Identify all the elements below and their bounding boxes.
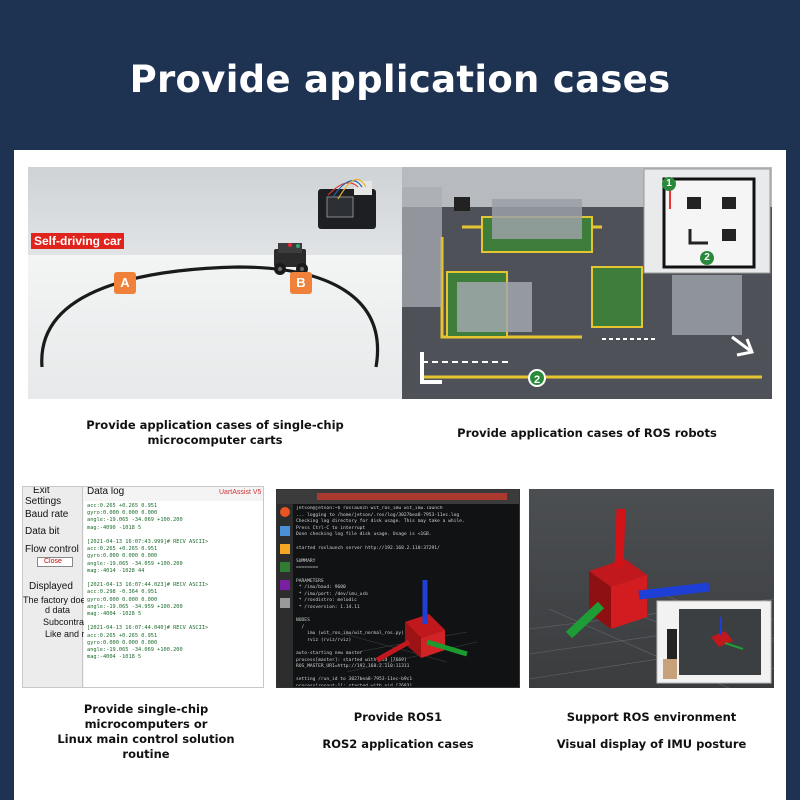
self-driving-label: Self-driving car bbox=[31, 233, 125, 249]
inset-marker-2: 2 bbox=[700, 251, 714, 265]
flow-control-label: Flow control bbox=[25, 544, 79, 555]
caption-cart-line-2: microcomputer carts bbox=[147, 433, 283, 447]
caption-ros: Provide application cases of ROS robots bbox=[402, 426, 772, 441]
ros-terminal-screenshot: jetson@jetson:~$ roslaunch wit_ros_imu w… bbox=[276, 489, 520, 688]
terminal-title-highlight bbox=[317, 493, 507, 500]
caption-ros-line-1: Provide application cases of ROS robots bbox=[457, 426, 717, 440]
rviz-scene bbox=[529, 508, 774, 688]
caption-ros12: Provide ROS1 ROS2 application cases bbox=[276, 710, 520, 752]
displayed-label: Displayed bbox=[29, 581, 73, 592]
caption-imu-line-1: Support ROS environment bbox=[566, 710, 737, 724]
data-bit-label: Data bit bbox=[25, 526, 60, 537]
subcontracting-label: Subcontracting bbox=[43, 617, 104, 627]
inset-marker-1: 1 bbox=[662, 177, 676, 191]
exit-label[interactable]: Exit bbox=[33, 486, 50, 496]
data-log-output: acc:0.265 +0.265 0.951 gyro:0.000 0.000 … bbox=[84, 501, 263, 687]
caption-mcu-line-4: routine bbox=[122, 747, 170, 761]
desktop-dock bbox=[277, 504, 293, 687]
ros-map-photo: 1 2 2 bbox=[402, 167, 772, 399]
dock-icons bbox=[280, 507, 290, 608]
serial-settings-sidebar: Exit Settings Baud rate Data bit Flow co… bbox=[23, 486, 136, 687]
brand-label: UartAssist V5 bbox=[219, 489, 262, 496]
caption-cart-line-1: Provide application cases of single-chip bbox=[86, 418, 344, 432]
terminal-output: jetson@jetson:~$ roslaunch wit_ros_imu w… bbox=[296, 506, 465, 686]
caption-ros12-line-1: Provide ROS1 bbox=[353, 710, 443, 724]
track-lines bbox=[40, 178, 380, 368]
serial-tool-screenshot: Exit Settings Baud rate Data bit Flow co… bbox=[22, 486, 264, 688]
terminal-titlebar bbox=[277, 490, 519, 504]
caption-mcu-line-3: Linux main control solution bbox=[57, 732, 235, 746]
marker-b: B bbox=[290, 272, 312, 294]
data-label: d data bbox=[45, 605, 71, 615]
content-panel: Self-driving car A B Provide application… bbox=[14, 150, 786, 800]
data-log-title: Data log bbox=[87, 486, 125, 497]
like-reward-label: Like and reward bbox=[45, 629, 110, 639]
caption-imu: Support ROS environment Visual display o… bbox=[529, 710, 774, 752]
cart-track-photo: Self-driving car A B bbox=[28, 167, 402, 399]
map-marker-2: 2 bbox=[528, 369, 546, 387]
caption-ros12-line-2: ROS2 application cases bbox=[322, 737, 474, 751]
caption-imu-line-2: Visual display of IMU posture bbox=[556, 737, 747, 751]
baud-rate-label: Baud rate bbox=[25, 509, 69, 520]
close-button[interactable]: Close bbox=[37, 557, 73, 567]
page-headline: Provide application cases bbox=[129, 58, 671, 101]
factory-note: The factory does not display bbox=[23, 595, 136, 605]
caption-cart: Provide application cases of single-chip… bbox=[28, 418, 402, 448]
settings-label: Settings bbox=[25, 496, 62, 507]
rviz-imu-screenshot bbox=[529, 489, 774, 688]
ros-map-drawing bbox=[402, 167, 772, 399]
track-floor bbox=[28, 255, 402, 399]
rviz-imu-overlay bbox=[337, 580, 478, 673]
caption-mcu-line-1: Provide single-chip bbox=[83, 702, 209, 716]
caption-mcu-line-2: microcomputers or bbox=[84, 717, 208, 731]
caption-mcu: Provide single-chip microcomputers or Li… bbox=[28, 702, 264, 762]
marker-a: A bbox=[114, 272, 136, 294]
